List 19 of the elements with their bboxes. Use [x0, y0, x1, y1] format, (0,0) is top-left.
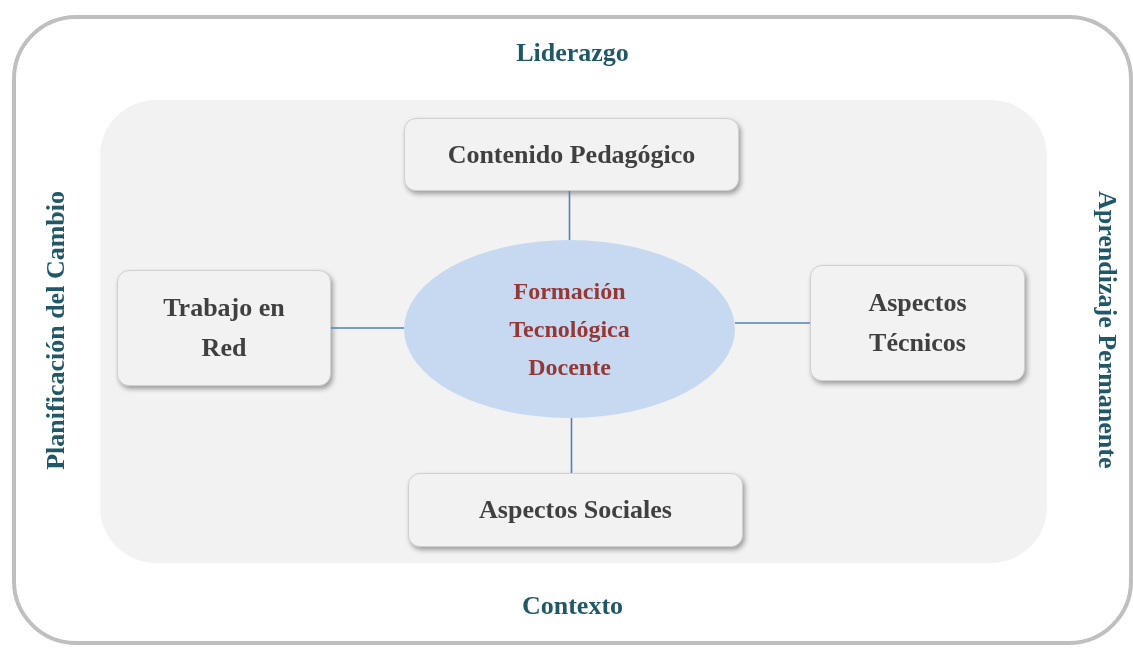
side-label: Planificación del Cambio: [40, 190, 71, 470]
topic-box: [117, 270, 331, 386]
center-title: Formación Tecnológica Docente: [508, 277, 631, 382]
inner-panel: [100, 100, 1047, 563]
outer-frame: [12, 15, 1133, 645]
connector-line: [330, 327, 405, 329]
connector-line: [568, 190, 571, 241]
topic-box: [404, 118, 739, 191]
side-label: Aprendizaje Permanente: [1092, 191, 1123, 469]
connector-line: [734, 322, 811, 324]
topic-box: [408, 473, 743, 547]
side-label: Contexto: [521, 591, 624, 620]
topic-label: Trabajo en Red: [162, 292, 286, 364]
topic-label: Contenido Pedagógico: [447, 138, 696, 171]
connector-line: [570, 417, 573, 474]
topic-label: Aspectos Técnicos: [867, 287, 968, 359]
side-label: Liderazgo: [516, 38, 629, 67]
topic-box: [810, 265, 1025, 381]
topic-label: Aspectos Sociales: [479, 494, 672, 526]
